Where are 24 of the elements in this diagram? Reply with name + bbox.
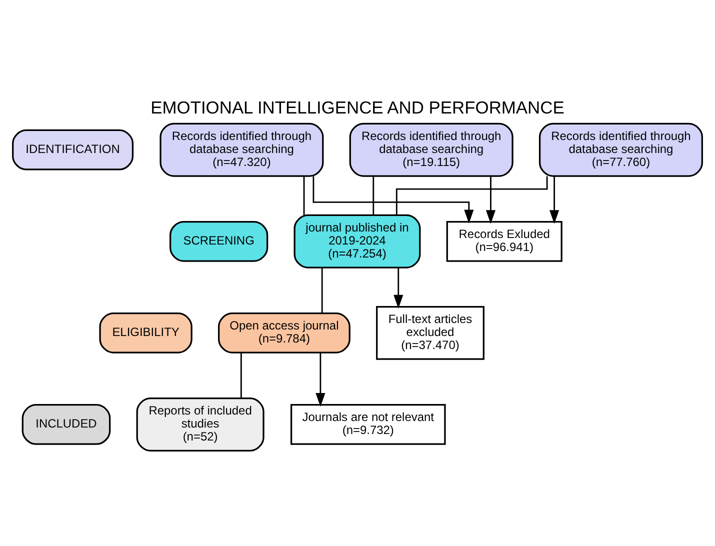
node-box: Reports of included studies (n=52) <box>136 398 264 452</box>
arrow <box>549 176 560 224</box>
node-box: Journals are not relevant (n=9.732) <box>290 404 446 445</box>
arrow <box>316 352 326 407</box>
arrow <box>312 176 474 224</box>
connector <box>372 176 374 215</box>
node-box: INCLUDED <box>22 404 111 445</box>
arrow <box>486 176 496 224</box>
node-box: Open access journal (n=9.784) <box>218 312 350 354</box>
node-box: Records identified through database searching (n=47.320) <box>160 122 324 177</box>
node-box: journal published in 2019-2024 (n=47.254) <box>294 214 421 268</box>
node-box: Records Exluded (n=96.941) <box>446 220 562 262</box>
node-box: Records identified through database searching (n=77.760) <box>538 122 703 177</box>
connector <box>240 352 242 398</box>
connector <box>321 268 323 314</box>
node-box: Records identified through database searching (n=19.115) <box>349 122 514 177</box>
arrow <box>394 268 404 309</box>
connector <box>396 176 548 215</box>
connector <box>303 176 305 215</box>
node-box: ELIGIBILITY <box>99 312 192 354</box>
node-box: Full-text articles excluded (n=37.470) <box>376 306 484 360</box>
node-box: IDENTIFICATION <box>12 129 134 170</box>
node-box: SCREENING <box>170 220 268 262</box>
diagram-title: EMOTIONAL INTELLIGENCE AND PERFORMANCE <box>150 98 564 118</box>
